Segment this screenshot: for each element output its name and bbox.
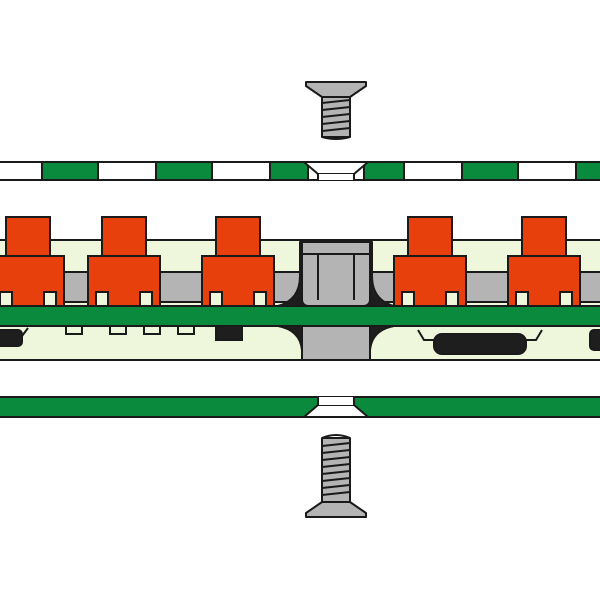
- standoff: [277, 241, 395, 317]
- circuit-board-assembly: [0, 216, 600, 361]
- chip-small: [215, 325, 243, 341]
- lower-pads: [65, 325, 195, 335]
- chip-large: [433, 333, 527, 355]
- component-2: [87, 216, 161, 307]
- component-3: [201, 216, 275, 307]
- bottom-screw: [305, 434, 367, 518]
- pcb-layer: [0, 305, 600, 327]
- component-1: [0, 216, 65, 307]
- dark-chips: [0, 325, 600, 355]
- components-group: [0, 216, 581, 307]
- bottom-panel: [0, 396, 600, 418]
- bottom-screw-threads: [321, 442, 351, 496]
- top-screw-threads: [321, 99, 351, 132]
- top-panel-green-segments: [41, 161, 600, 181]
- standoff-lower: [277, 325, 395, 361]
- component-5: [507, 216, 581, 307]
- chip-right-edge: [589, 329, 600, 351]
- component-4: [393, 216, 467, 307]
- chip-left-edge: [0, 329, 23, 347]
- chip-legs: [21, 327, 543, 341]
- top-screw: [305, 81, 367, 140]
- top-panel: [0, 161, 600, 181]
